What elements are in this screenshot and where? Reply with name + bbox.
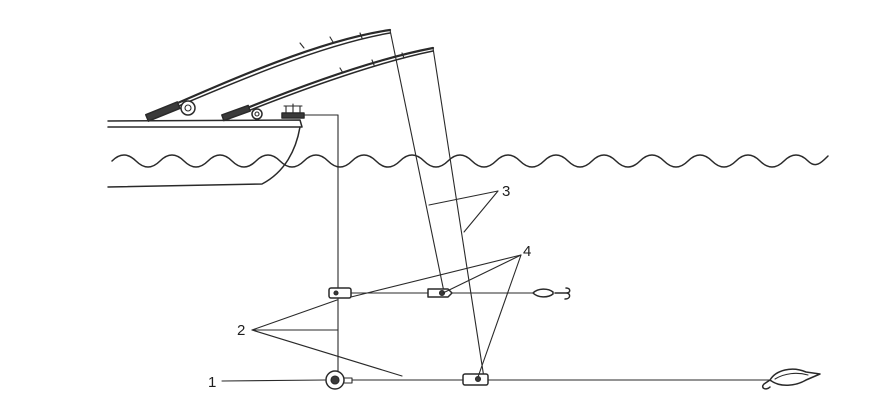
boat-hull bbox=[107, 119, 303, 188]
spoon-lure-lower bbox=[761, 368, 821, 390]
callout-3-leaders bbox=[428, 190, 499, 233]
rod-handle-upper bbox=[144, 101, 181, 122]
lure-with-hook-upper bbox=[532, 287, 571, 300]
callout-label-2: 2 bbox=[237, 322, 245, 339]
fishing-rod-lower bbox=[221, 46, 435, 122]
callout-label-4: 4 bbox=[523, 243, 531, 260]
fishing-rod-upper bbox=[144, 28, 392, 122]
water-surface bbox=[111, 154, 829, 168]
callout-4-leaders bbox=[350, 254, 522, 378]
callout-1-leader bbox=[221, 379, 326, 382]
callout-2-leaders bbox=[251, 299, 403, 377]
fishing-line-upper-rod bbox=[389, 29, 445, 293]
downrigger-mount bbox=[281, 103, 339, 119]
release-clip-upper bbox=[328, 287, 352, 299]
cannonball-weight bbox=[325, 370, 353, 390]
reel-icon bbox=[251, 108, 263, 120]
rod-handle-lower bbox=[221, 104, 251, 122]
reel-icon bbox=[180, 100, 196, 116]
callout-label-3: 3 bbox=[502, 183, 510, 200]
fishing-line-lower-rod bbox=[432, 47, 485, 379]
callout-label-1: 1 bbox=[208, 374, 216, 391]
